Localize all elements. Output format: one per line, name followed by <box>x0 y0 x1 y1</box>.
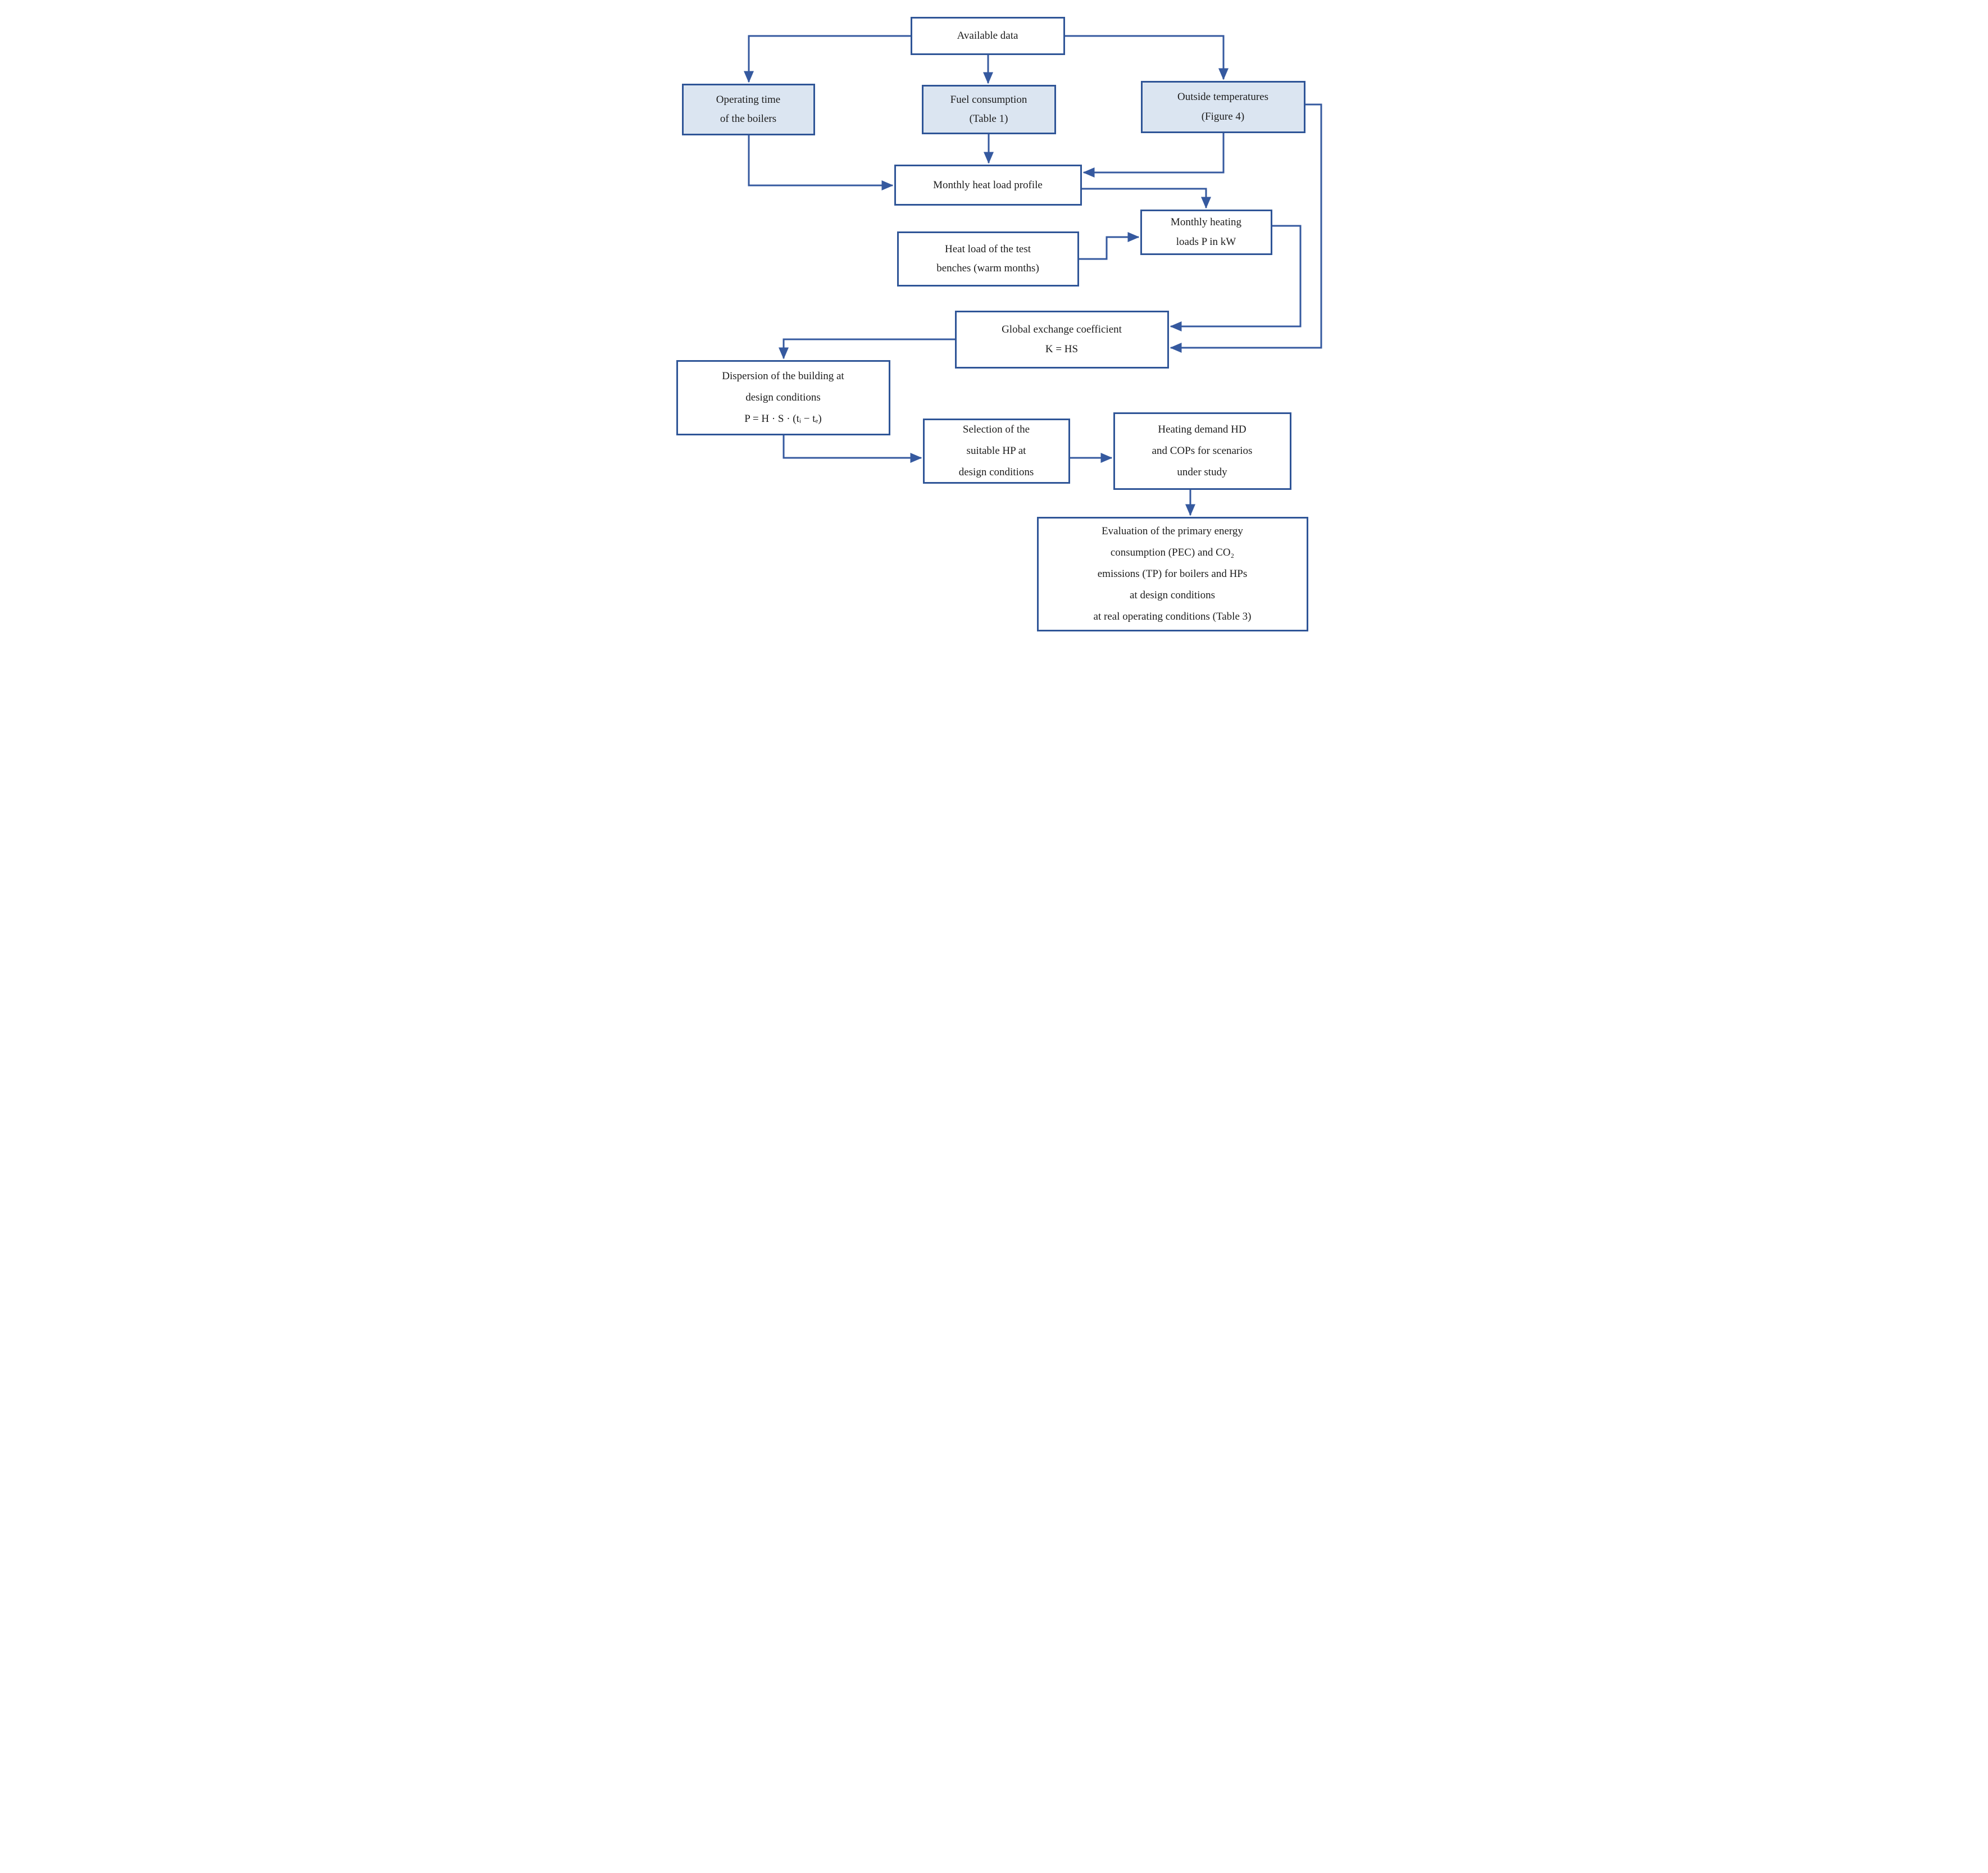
node-label: of the boilers <box>720 113 777 125</box>
node-selection-hp: Selection of the suitable HP at design c… <box>922 419 1070 484</box>
node-label: loads P in kW <box>1176 235 1236 248</box>
arrow-outside-temperatures-to-heat-load-profile <box>1082 133 1224 178</box>
arrow-available-to-operating-time <box>743 35 911 83</box>
arrow-global-coefficient-to-dispersion <box>778 338 955 360</box>
node-label: at design conditions <box>1130 589 1215 601</box>
node-label: Heating demand HD <box>1158 424 1247 435</box>
node-formula: P = H · S · (tᵢ − tₑ) <box>744 413 822 425</box>
node-label: suitable HP at <box>966 445 1026 457</box>
node-label: (Figure 4) <box>1201 110 1245 122</box>
node-label: consumption (PEC) and CO₂ <box>1110 547 1235 558</box>
node-heat-load-test-benches: Heat load of the test benches (warm mont… <box>897 231 1079 287</box>
node-label: K = HS <box>1045 343 1079 355</box>
arrow-available-to-outside-temperatures <box>1064 35 1229 80</box>
node-dispersion-building: Dispersion of the building at design con… <box>676 360 890 435</box>
arrow-test-benches-to-monthly-heating-loads <box>1079 232 1139 260</box>
node-label: emissions (TP) for boilers and HPs <box>1097 568 1248 580</box>
node-label: Operating time <box>716 93 781 106</box>
node-label: design conditions <box>958 466 1034 478</box>
node-heating-demand: Heating demand HD and COPs for scenarios… <box>1113 412 1291 490</box>
node-fuel-consumption: Fuel consumption (Table 1) <box>921 85 1056 134</box>
node-monthly-heat-load-profile: Monthly heat load profile <box>894 165 1082 206</box>
arrow-heat-load-profile-to-monthly-heating-loads <box>1081 188 1211 209</box>
node-label: benches (warm months) <box>936 262 1039 274</box>
arrow-operating-time-to-heat-load-profile <box>748 135 893 190</box>
node-evaluation: Evaluation of the primary energy consump… <box>1036 517 1308 631</box>
node-label: (Table 1) <box>969 113 1008 125</box>
flowchart: Available data Operating time of the boi… <box>657 0 1331 635</box>
node-operating-time: Operating time of the boilers <box>681 84 815 135</box>
node-label: Evaluation of the primary energy <box>1102 525 1243 537</box>
node-label: Monthly heat load profile <box>933 179 1043 191</box>
node-label: Heat load of the test <box>944 243 1031 255</box>
node-monthly-heating-loads: Monthly heating loads P in kW <box>1140 210 1272 255</box>
node-label: design conditions <box>745 392 821 403</box>
node-label: Global exchange coefficient <box>1002 324 1122 336</box>
node-available-data: Available data <box>910 17 1065 55</box>
node-label: Available data <box>957 30 1018 42</box>
node-label: Monthly heating <box>1170 216 1242 229</box>
arrow-dispersion-to-selection-hp <box>783 435 922 463</box>
node-label: Fuel consumption <box>950 93 1027 106</box>
node-label: and COPs for scenarios <box>1152 445 1253 457</box>
node-label: Outside temperatures <box>1177 91 1268 103</box>
node-label: Selection of the <box>962 424 1030 435</box>
node-outside-temperatures: Outside temperatures (Figure 4) <box>1140 81 1305 133</box>
node-label: at real operating conditions (Table 3) <box>1093 611 1252 622</box>
node-global-exchange-coefficient: Global exchange coefficient K = HS <box>954 311 1169 369</box>
node-label: under study <box>1177 466 1227 478</box>
node-label: Dispersion of the building at <box>722 370 844 382</box>
